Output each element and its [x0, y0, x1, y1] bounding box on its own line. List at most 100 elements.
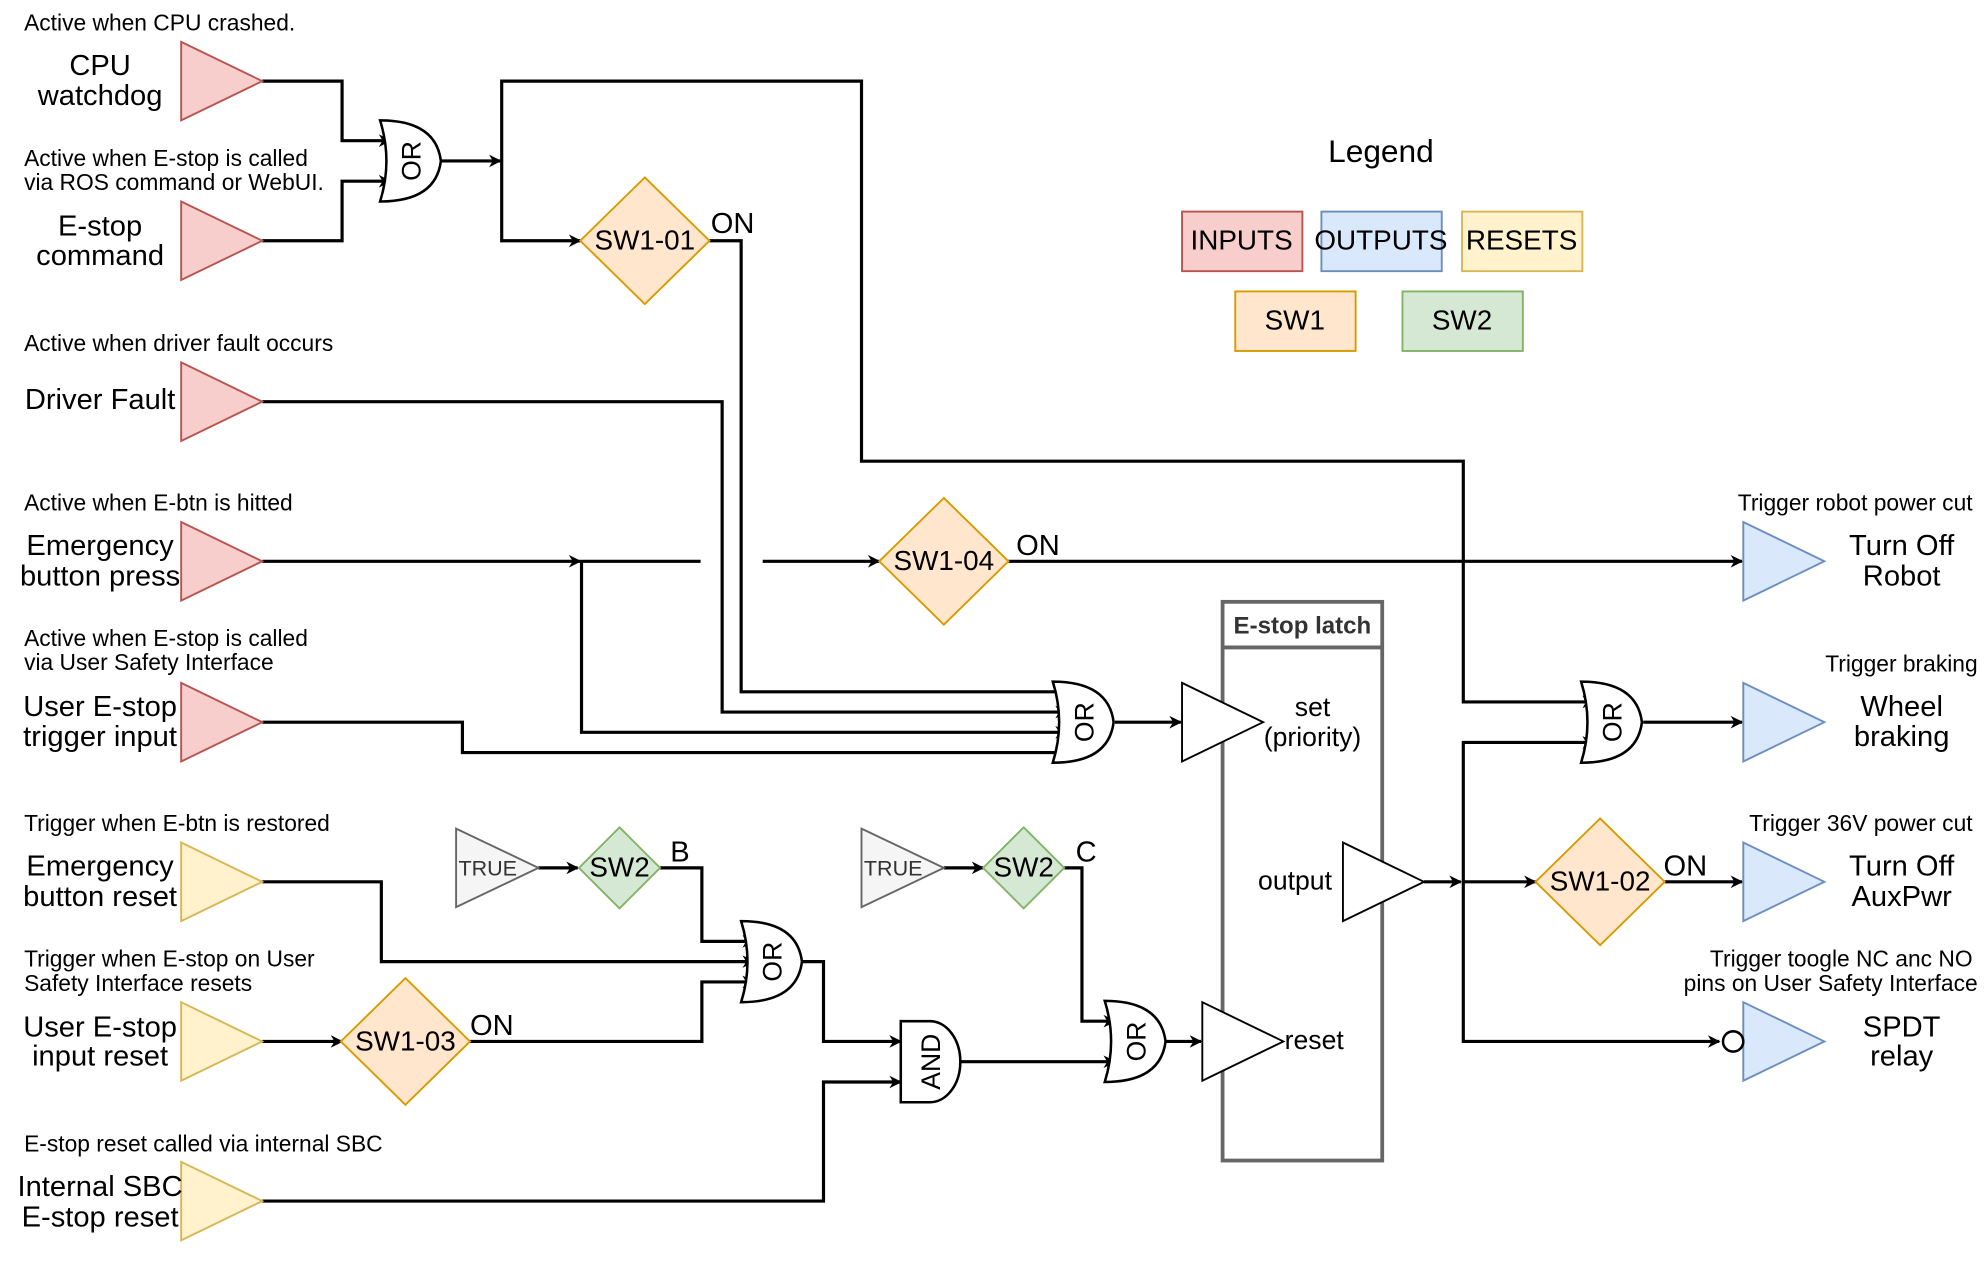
latch-reset-buffer — [1201, 1000, 1286, 1083]
legend-title: Legend — [1328, 133, 1434, 169]
reset-user-estop-input: Trigger when E-stop on User Safety Inter… — [23, 946, 315, 1083]
legend-resets-swatch — [1461, 210, 1584, 273]
reset-label: User E-stop — [23, 1011, 177, 1043]
input-label: CPU — [69, 50, 131, 82]
input-label: button press — [20, 560, 180, 592]
output-label: AuxPwr — [1851, 881, 1952, 913]
legend-resets-label: RESETS — [1466, 225, 1577, 256]
legend-sw2-label: SW2 — [1432, 304, 1492, 335]
reset-emergency-button: Trigger when E-btn is restored Emergency… — [23, 810, 330, 923]
constant-true-c: TRUE — [860, 827, 947, 909]
output-triangle — [1742, 841, 1827, 923]
output-note: Trigger robot power cut — [1738, 490, 1973, 516]
input-label: watchdog — [37, 80, 163, 112]
output-wheel-braking: Trigger braking Wheel braking — [1742, 651, 1978, 763]
input-driver-fault: Active when driver fault occurs Driver F… — [24, 330, 333, 443]
output-turn-off-robot: Trigger robot power cut Turn Off Robot — [1738, 490, 1973, 603]
output-triangle — [1742, 520, 1827, 603]
output-label: Turn Off — [1849, 850, 1955, 882]
output-label: Wheel — [1860, 691, 1943, 723]
reset-triangle — [180, 1160, 265, 1242]
reset-note: E-stop reset called via internal SBC — [24, 1131, 383, 1157]
input-label: trigger input — [23, 721, 177, 753]
reset-label: input reset — [32, 1041, 168, 1073]
output-turn-off-auxpwr: Trigger 36V power cut Turn Off AuxPwr — [1742, 810, 1973, 923]
or-gate-label: OR — [397, 141, 427, 181]
inverter-bubble — [1721, 1030, 1745, 1053]
reset-note: Safety Interface resets — [24, 970, 252, 996]
legend-outputs-label: OUTPUTS — [1314, 225, 1447, 256]
constant-label: TRUE — [458, 856, 517, 880]
wire-estop-command-to-or — [262, 174, 392, 243]
wire-cpu-watchdog-to-or — [262, 79, 392, 148]
wire-driver-fault-to-main-or — [262, 400, 1069, 719]
or-gate-label: OR — [1121, 1022, 1151, 1062]
input-label: Emergency — [26, 530, 174, 562]
wire-output-to-braking-or — [1461, 736, 1596, 882]
input-triangle — [180, 199, 265, 282]
switch-position-label: C — [1076, 837, 1097, 869]
switch-sw1-03: SW1-03 ON — [339, 976, 514, 1107]
output-triangle — [1742, 681, 1827, 763]
legend-inputs-swatch — [1181, 210, 1304, 273]
latch-set-label: (priority) — [1264, 722, 1362, 752]
reset-note: Trigger when E-btn is restored — [24, 810, 330, 836]
or-gate-label: OR — [1598, 702, 1628, 742]
reset-triangle — [180, 841, 265, 923]
constant-true-b: TRUE — [455, 827, 541, 909]
and-gate: AND — [899, 1019, 962, 1104]
legend-sw2-swatch — [1401, 290, 1524, 352]
latch-output-buffer — [1341, 841, 1427, 923]
or-gate-braking: OR — [1579, 680, 1644, 764]
reset-label: E-stop reset — [22, 1201, 179, 1233]
wire-sw2-b-to-reset-or — [660, 866, 756, 948]
input-user-estop-trigger: Active when E-stop is called via User Sa… — [23, 625, 308, 763]
switch-sw2-c: SW2 C — [981, 825, 1097, 910]
legend: Legend INPUTS OUTPUTS RESETS SW1 SW2 — [1181, 133, 1584, 352]
input-label: User E-stop — [23, 691, 177, 723]
switch-on-label: ON — [1663, 850, 1707, 882]
input-note: Active when E-btn is hitted — [24, 490, 293, 516]
legend-sw1-label: SW1 — [1265, 304, 1325, 335]
switch-position-label: B — [670, 837, 689, 869]
wire-emergency-reset-to-reset-or — [262, 880, 756, 968]
output-label: SPDT — [1863, 1011, 1941, 1043]
switch-on-label: ON — [470, 1010, 514, 1042]
wire-emergency-press-to-main-or — [579, 561, 1069, 739]
switch-sw2-b: SW2 B — [577, 825, 690, 910]
output-label: relay — [1870, 1041, 1934, 1073]
constant-label: TRUE — [864, 856, 923, 880]
input-estop-command: Active when E-stop is called via ROS com… — [24, 145, 324, 282]
output-note: Trigger braking — [1825, 651, 1977, 677]
or-gate-resets: OR — [739, 919, 804, 1004]
input-note: Active when CPU crashed. — [24, 9, 295, 35]
input-note: Active when E-stop is called — [24, 145, 308, 171]
or-gate-label: OR — [758, 942, 788, 982]
wire-or1-to-braking-or — [500, 79, 1596, 709]
input-note: Active when E-stop is called — [24, 625, 308, 651]
latch-output-label: output — [1258, 865, 1333, 895]
wire-sw1-01-to-main-or — [709, 239, 1069, 699]
output-note: pins on User Safety Interface — [1684, 970, 1978, 996]
reset-triangle — [180, 1000, 265, 1083]
switch-label: SW1-01 — [595, 225, 696, 256]
or-gate-set: OR — [1051, 680, 1115, 764]
or-gate-label: OR — [1069, 702, 1099, 742]
switch-label: SW1-03 — [355, 1025, 456, 1056]
wire-or1-to-sw1-01 — [500, 160, 582, 248]
reset-label: button reset — [23, 881, 177, 913]
switch-label: SW1-02 — [1550, 866, 1651, 897]
latch-title: E-stop latch — [1234, 613, 1372, 640]
latch-set-buffer — [1181, 681, 1266, 763]
estop-latch: E-stop latch set (priority) output reset — [1181, 599, 1427, 1163]
output-note: Trigger toogle NC anc NO — [1710, 946, 1973, 972]
input-triangle — [180, 520, 265, 603]
wire-user-trigger-to-main-or — [262, 720, 1069, 759]
wire-output-to-spdt — [1461, 881, 1721, 1048]
input-label: Driver Fault — [25, 384, 176, 416]
latch-set-label: set — [1295, 692, 1331, 722]
reset-label: Emergency — [26, 850, 174, 882]
input-triangle — [180, 360, 265, 443]
wire-sw2-c-to-final-or — [1064, 866, 1117, 1028]
